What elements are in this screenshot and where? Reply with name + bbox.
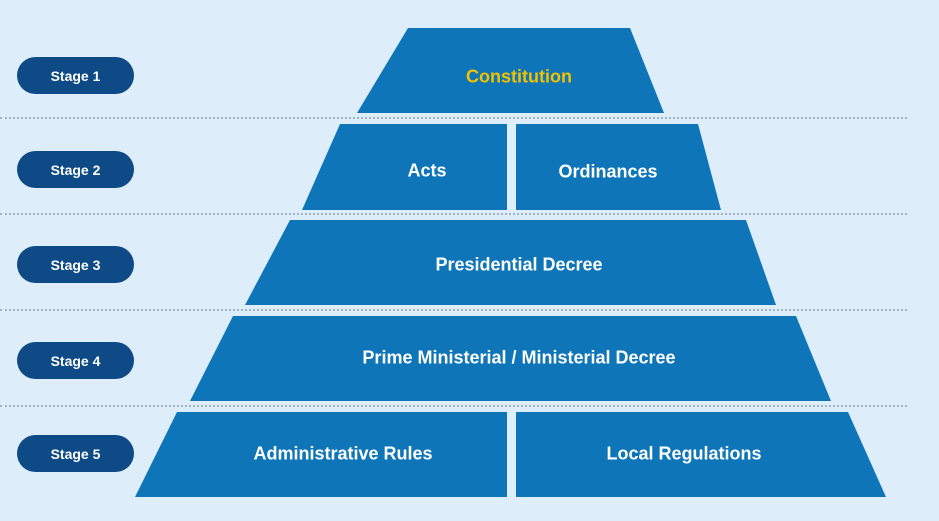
constitution-segment <box>357 28 664 113</box>
administrative-rules-label: Administrative Rules <box>253 443 433 464</box>
stage-2-badge: Stage 2 <box>17 151 134 188</box>
acts-label: Acts <box>407 160 447 181</box>
local-regulations-segment <box>516 412 886 497</box>
presidential-decree-segment <box>245 220 776 305</box>
acts-segment <box>302 124 507 210</box>
local-regulations-label: Local Regulations <box>606 443 762 464</box>
stage-divider <box>0 309 907 311</box>
administrative-rules-segment <box>135 412 507 497</box>
ministerial-decree-label: Prime Ministerial / Ministerial Decree <box>362 347 676 368</box>
ministerial-decree-segment <box>190 316 831 401</box>
ordinances-segment <box>516 124 721 210</box>
stage-divider <box>0 117 907 119</box>
stage-4-badge: Stage 4 <box>17 342 134 379</box>
stage-divider <box>0 213 907 215</box>
stage-3-badge: Stage 3 <box>17 246 134 283</box>
ordinances-label: Ordinances <box>558 161 658 182</box>
presidential-decree-label: Presidential Decree <box>435 254 603 275</box>
stage-1-badge: Stage 1 <box>17 57 134 94</box>
stage-divider <box>0 405 907 407</box>
stage-5-badge: Stage 5 <box>17 435 134 472</box>
constitution-label: Constitution <box>466 66 572 87</box>
